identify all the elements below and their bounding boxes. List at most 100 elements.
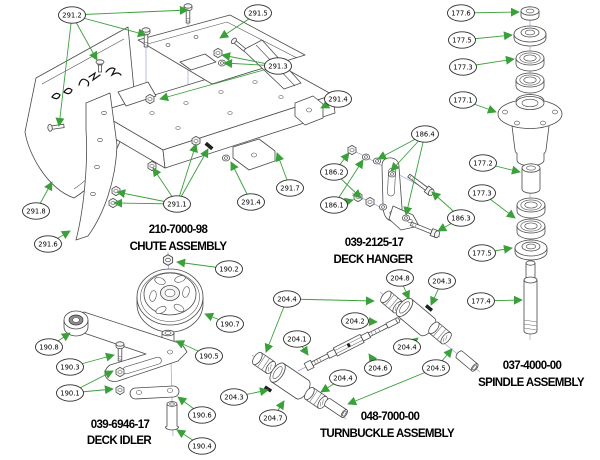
callout-186.3: 186.3 <box>447 209 475 227</box>
callout-oval <box>468 244 496 262</box>
callout-291.2: 291.2 <box>58 6 86 24</box>
idler-nut <box>162 254 174 266</box>
callout-291.8: 291.8 <box>22 202 50 220</box>
callout-label: 291.2 <box>62 11 81 19</box>
callout-label: 177.5 <box>452 36 471 44</box>
assembly-titles: 210-7000-98 CHUTE ASSEMBLY 039-2125-17 D… <box>87 224 586 447</box>
washer <box>387 170 397 178</box>
callout-label: 291.6 <box>38 240 57 248</box>
callout-oval <box>35 338 63 356</box>
deck-idler-part-number-label: 039-6946-17 <box>91 419 150 431</box>
leader-arrow-291.3 <box>159 65 279 102</box>
callout-177.5: 177.5 <box>448 31 476 49</box>
callout-190.8: 190.8 <box>35 338 63 356</box>
hex-nut <box>115 384 125 396</box>
callout-label: 177.4 <box>471 297 490 305</box>
callout-oval <box>220 388 248 406</box>
callout-291.3: 291.3 <box>264 57 292 75</box>
callout-177.3: 177.3 <box>449 58 477 76</box>
bolt-angled <box>230 37 247 52</box>
chute-decal <box>105 67 122 77</box>
callout-oval <box>188 437 216 455</box>
callout-label: 291.1 <box>167 200 186 208</box>
idler-link-plate <box>129 385 180 400</box>
leader-arrow-204.5 <box>347 367 437 406</box>
callout-label: 291.7 <box>280 184 299 192</box>
spindle-bearing <box>515 72 545 94</box>
chute-name-label: CHUTE ASSEMBLY <box>130 241 228 253</box>
spindle-name-label: SPINDLE ASSEMBLY <box>478 377 585 389</box>
callout-291.4: 291.4 <box>237 193 265 211</box>
callout-label: 177.5 <box>472 249 491 257</box>
idler-pin <box>165 401 179 431</box>
callout-204.4: 204.4 <box>329 369 357 387</box>
leader-arrow-291.2 <box>55 14 73 127</box>
callout-oval <box>329 369 357 387</box>
callout-177.3: 177.3 <box>468 184 496 202</box>
callout-oval <box>467 292 495 310</box>
callout-190.3: 190.3 <box>56 358 84 376</box>
callout-oval <box>237 193 265 211</box>
callout-oval <box>386 269 414 287</box>
stud-dark <box>204 141 214 151</box>
deck-idler-drawing <box>63 251 204 437</box>
callout-190.5: 190.5 <box>195 347 223 365</box>
callout-oval <box>215 260 243 278</box>
callout-label: 204.4 <box>397 343 416 351</box>
callout-oval <box>259 409 287 427</box>
callout-190.7: 190.7 <box>216 315 244 333</box>
callout-label: 190.2 <box>219 265 238 273</box>
callout-label: 190.5 <box>199 352 218 360</box>
turnbuckle-sleeve <box>322 397 350 419</box>
callout-oval <box>34 235 62 253</box>
washer <box>401 214 411 222</box>
washer <box>378 203 388 211</box>
callout-oval <box>469 154 497 172</box>
chute-small-bracket <box>179 53 217 71</box>
hex-nut <box>213 48 223 58</box>
callout-oval <box>283 330 311 348</box>
callout-label: 204.3 <box>432 277 451 285</box>
callout-oval <box>448 31 476 49</box>
turnbuckle-sleeve <box>454 349 480 373</box>
callout-186.1: 186.1 <box>320 196 348 214</box>
callout-label: 291.5 <box>248 9 267 17</box>
washer <box>361 153 371 161</box>
callout-oval <box>264 57 292 75</box>
leader-arrow-291.1 <box>176 148 209 205</box>
callout-oval <box>449 91 477 109</box>
hex-nut <box>115 366 125 378</box>
idler-pulley <box>136 268 204 333</box>
callout-label: 186.3 <box>451 214 470 222</box>
callout-oval <box>320 196 348 214</box>
callout-label: 291.3 <box>268 62 287 70</box>
callout-204.4: 204.4 <box>273 290 301 308</box>
callout-oval <box>244 4 272 22</box>
callout-label: 186.1 <box>324 201 343 209</box>
callout-label: 177.3 <box>453 63 472 71</box>
washer <box>372 157 382 165</box>
callout-291.5: 291.5 <box>244 4 272 22</box>
callout-oval <box>447 209 475 227</box>
callout-label: 291.4 <box>241 198 260 206</box>
callout-oval <box>364 359 392 377</box>
deck-idler-name-label: DECK IDLER <box>87 435 153 447</box>
callout-label: 204.3 <box>224 393 243 401</box>
callout-oval <box>468 184 496 202</box>
spindle-part-number-label: 037-4000-00 <box>503 360 562 372</box>
turnbuckle-assembly-drawing <box>250 288 481 420</box>
spindle-spacer <box>521 163 541 194</box>
callout-label: 177.6 <box>451 9 470 17</box>
washer <box>221 154 231 162</box>
callout-label: 177.2 <box>473 159 492 167</box>
callout-204.1: 204.1 <box>283 330 311 348</box>
callout-oval <box>422 359 450 377</box>
bolt-top <box>183 3 193 24</box>
chute-assembly-drawing <box>24 3 336 241</box>
callout-oval <box>188 406 216 424</box>
hex-nut <box>365 196 375 208</box>
turnbuckle-pin-dark <box>263 385 273 393</box>
